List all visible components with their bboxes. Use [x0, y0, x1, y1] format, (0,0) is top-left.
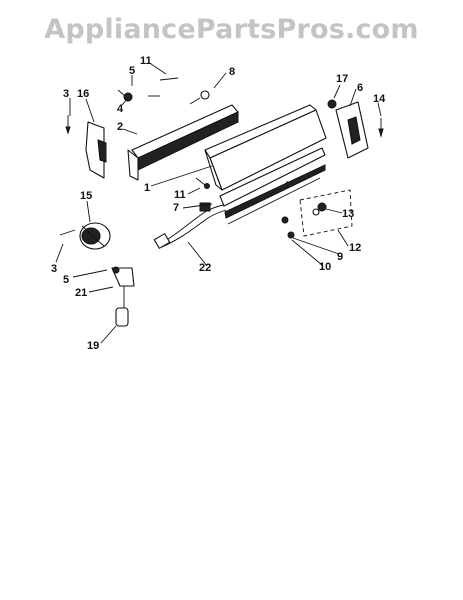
- callout-13: 13: [342, 208, 354, 220]
- part-1-control-panel: [204, 104, 327, 191]
- callout-17: 17: [336, 73, 348, 85]
- part-22-wire-harness: [153, 202, 227, 249]
- callout-3b: 3: [51, 263, 57, 275]
- callout-8: 8: [229, 66, 235, 78]
- callout-21: 21: [75, 287, 87, 299]
- part-15-timer: [79, 222, 111, 250]
- callout-4: 4: [117, 103, 124, 115]
- callout-6: 6: [357, 82, 363, 94]
- callout-10: 10: [319, 261, 331, 273]
- callout-labels: 3 16 2 5 4 11 8 17 6 14 1 11 7 13 12 9 1…: [51, 55, 386, 352]
- callout-9: 9: [337, 251, 343, 263]
- watermark-logo: AppliancePartsPros.com: [44, 14, 419, 45]
- part-12-trim-strip: [219, 147, 326, 225]
- callout-22: 22: [199, 262, 211, 274]
- callout-14: 14: [373, 93, 386, 105]
- callout-16: 16: [77, 88, 89, 100]
- part-16-end-bracket: [85, 121, 107, 179]
- callout-12: 12: [349, 242, 361, 254]
- callout-3a: 3: [63, 88, 69, 100]
- part-21-knob-assembly: [111, 266, 135, 327]
- callout-19: 19: [87, 340, 99, 352]
- callout-15: 15: [80, 190, 92, 202]
- callout-5b: 5: [63, 274, 69, 286]
- callout-11b: 11: [174, 189, 186, 201]
- part-6-side-bracket: [327, 99, 369, 159]
- callout-leaders: [55, 63, 382, 344]
- screws: [59, 77, 384, 239]
- part-13-switch: [312, 202, 327, 216]
- callout-2: 2: [117, 121, 123, 133]
- part-13-group-outline: [299, 189, 353, 237]
- callout-7: 7: [173, 202, 179, 214]
- callout-5a: 5: [129, 65, 135, 77]
- part-2-console-rail: [127, 104, 239, 181]
- callout-11a: 11: [140, 55, 152, 67]
- callout-1: 1: [144, 182, 150, 194]
